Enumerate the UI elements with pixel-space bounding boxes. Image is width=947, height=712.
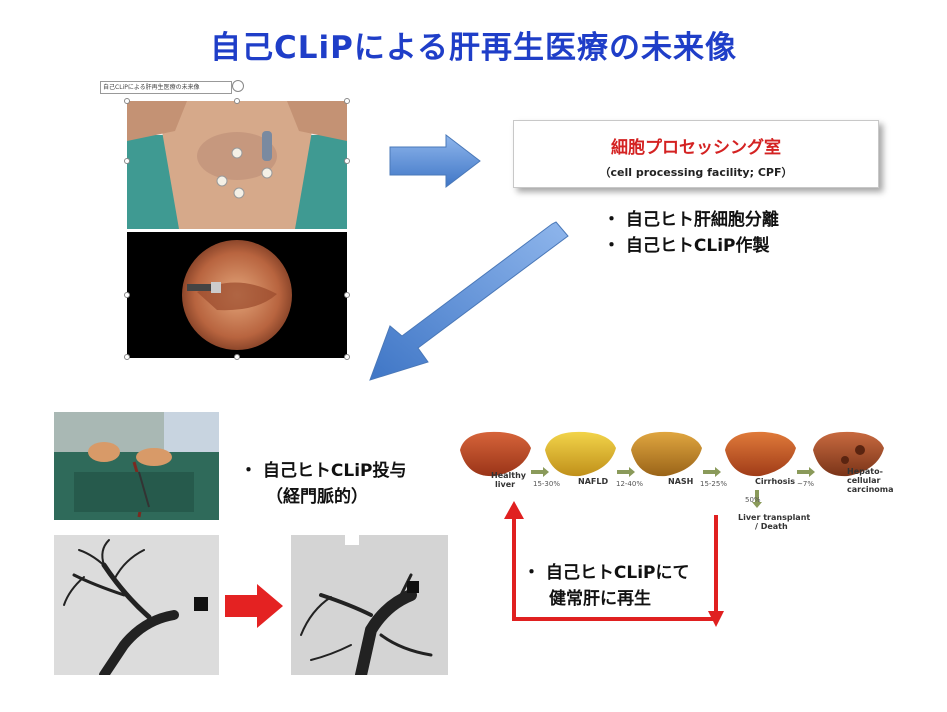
liver-nafld-icon [545, 431, 616, 477]
rotate-handle-icon [232, 80, 244, 92]
laparoscopic-view-image [127, 232, 347, 358]
cpf-step: ・ 自己ヒト肝細胞分離 [603, 210, 779, 230]
stage-label: Cirrhosis [755, 477, 795, 486]
regeneration-arrow-icon [504, 501, 724, 627]
cpf-subtitle: （cell processing facility; CPF） [599, 166, 793, 179]
liver-cirrhosis-icon [725, 431, 796, 477]
rate-label: 15-30% [533, 480, 560, 488]
arrow-red-icon [225, 584, 283, 628]
administration-line: ・ 自己ヒトCLiP投与 [240, 461, 407, 481]
administration-text: ・ 自己ヒトCLiP投与 （経門脈的） [240, 458, 407, 510]
page-title: 自己CLiPによる肝再生医療の未来像 [210, 30, 737, 66]
image-caption: 自己CLiPによる肝再生医療の未来像 [100, 81, 232, 94]
liver-healthy-icon [460, 431, 531, 477]
cpf-steps: ・ 自己ヒト肝細胞分離 ・ 自己ヒトCLiP作製 [603, 207, 779, 259]
stage-label-hcc-2: cellular [847, 476, 880, 485]
stage-label-hcc-3: carcinoma [847, 485, 894, 494]
stage-label: NASH [668, 477, 693, 486]
liver-hcc-icon [813, 431, 884, 477]
liver-progression-diagram: Healthy liver NAFLD NASH Cirrhosis Hepat… [460, 431, 894, 531]
administration-line: （経門脈的） [266, 487, 368, 507]
rate-label: 15-25% [700, 480, 727, 488]
outcome-rate-label: 50% [745, 496, 761, 504]
stage-label-healthy: Healthy [491, 471, 527, 480]
portography-after-image [291, 535, 448, 675]
outcome-label-2: / Death [755, 522, 788, 531]
cpf-step: ・ 自己ヒトCLiP作製 [603, 236, 770, 256]
rate-label: ~7% [797, 480, 814, 488]
stage-label-hcc: Hepato- [847, 467, 883, 476]
cpf-title: 細胞プロセッシング室 [611, 138, 781, 158]
stage-label: NAFLD [578, 477, 608, 486]
laparoscopy-torso-illustration [127, 101, 347, 229]
regeneration-line: ・ 自己ヒトCLiPにて [523, 563, 690, 583]
regeneration-text: ・ 自己ヒトCLiPにて 健常肝に再生 [523, 560, 690, 612]
selection-handles [124, 98, 350, 360]
rate-label: 12-40% [616, 480, 643, 488]
regeneration-line: 健常肝に再生 [549, 589, 651, 609]
stage-label-healthy-2: liver [495, 480, 515, 489]
surgery-photo [54, 412, 219, 520]
cpf-box: 細胞プロセッシング室 （cell processing facility; CP… [513, 120, 879, 188]
portography-before-image [54, 535, 219, 675]
arrow-diagonal-icon [369, 221, 569, 381]
outcome-label: Liver transplant [738, 513, 810, 522]
liver-nash-icon [631, 431, 702, 477]
arrow-right-icon [389, 133, 481, 189]
